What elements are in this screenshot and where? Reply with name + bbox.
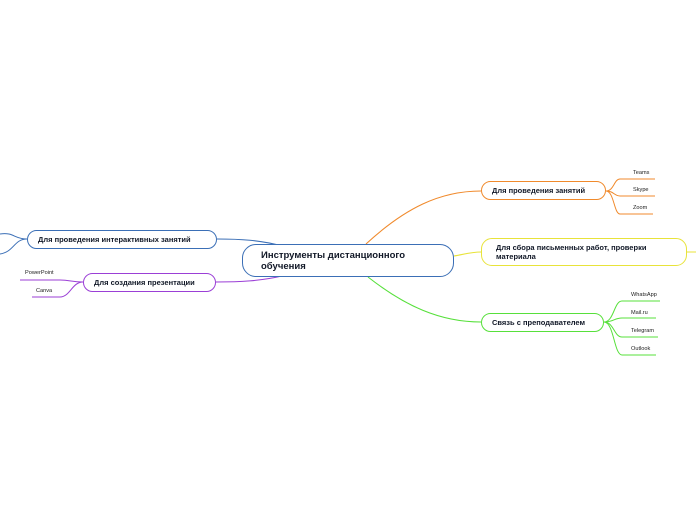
branch-teacher-contact[interactable]: Связь с преподавателем [481,313,604,332]
connector-leaf-powerpoint [20,279,84,283]
connector-leaf-mailru [603,317,656,323]
branch-teacher-contact-label: Связь с преподавателем [492,318,586,327]
branch-interactive-lessons[interactable]: Для проведения интерактивных занятий [27,230,217,249]
connector-meetings [365,190,482,245]
leaf-outlook[interactable]: Outlook [631,346,651,352]
connector-leaf-zoom [605,190,653,215]
branch-interactive-lessons-label: Для проведения интерактивных занятий [38,235,191,244]
leaf-canva[interactable]: Canva [36,288,53,294]
connector-leaf-teams [605,178,655,192]
connector-leaf-canva [32,281,84,298]
branch-written-works-label: Для сбора письменных работ, проверки мат… [496,243,647,261]
connector-contact [367,276,482,323]
branch-presentations[interactable]: Для создания презентации [83,273,216,292]
connector-leaf-outlook [603,321,656,356]
connector-leaf-whatsapp [603,300,660,323]
leaf-mailru[interactable]: Mail.ru [631,310,648,316]
leaf-telegram[interactable]: Telegram [631,328,655,334]
branch-presentations-label: Для создания презентации [94,278,195,287]
leaf-powerpoint[interactable]: PowerPoint [25,270,54,276]
connector-written [453,251,482,257]
leaf-whatsapp[interactable]: WhatsApp [631,292,657,298]
leaf-skype[interactable]: Skype [633,187,649,193]
branch-meetings[interactable]: Для проведения занятий [481,181,606,200]
leaf-teams[interactable]: Teams [633,170,650,176]
central-topic-label: Инструменты дистанционного обучения [261,249,406,272]
central-topic[interactable]: Инструменты дистанционного обучения [242,244,454,277]
branch-written-works[interactable]: Для сбора письменных работ, проверки мат… [481,238,687,266]
connector-interactive-tail [0,233,28,240]
branch-meetings-label: Для проведения занятий [492,186,586,195]
connector-presentation [215,275,283,283]
leaf-zoom[interactable]: Zoom [633,205,648,211]
connector-interactive-tail-2 [0,238,28,255]
